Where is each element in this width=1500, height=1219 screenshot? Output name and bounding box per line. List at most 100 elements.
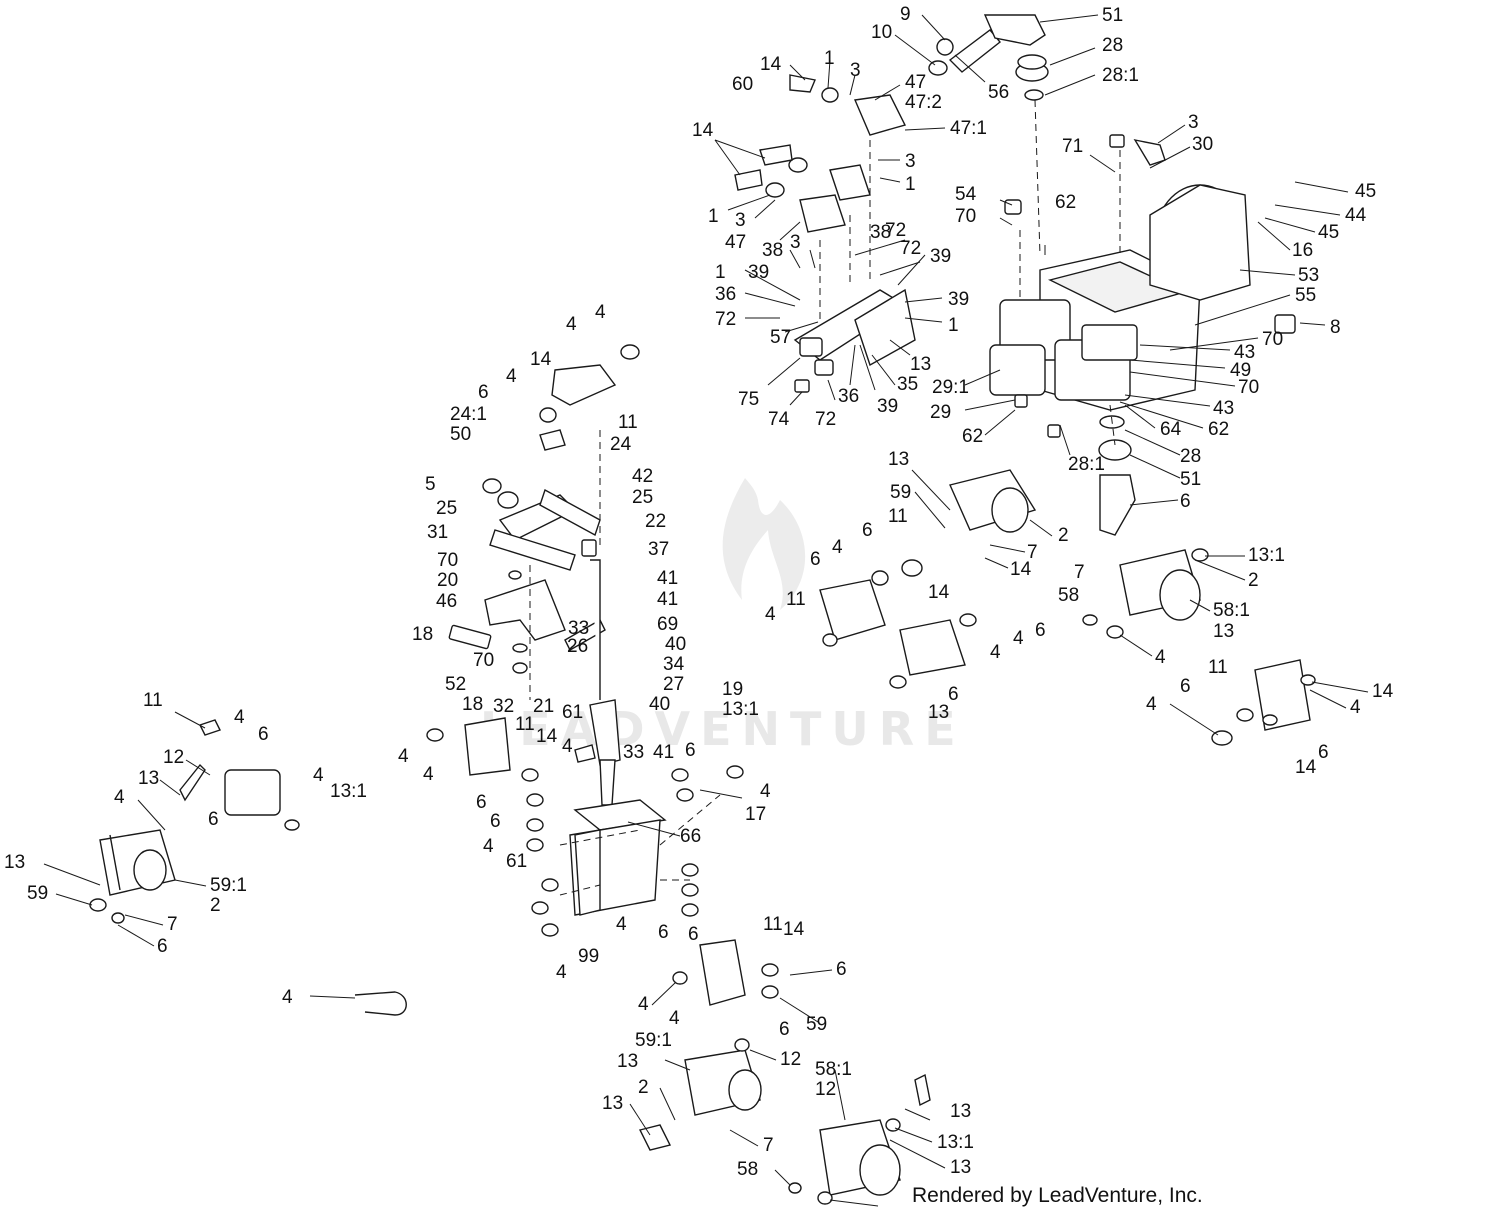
callout-label: 6 — [1180, 676, 1191, 697]
callout-label: 6 — [476, 792, 487, 813]
callout-label: 14 — [760, 54, 782, 75]
callout-label: 72 — [900, 238, 921, 259]
callout-label: 4 — [398, 746, 409, 767]
callout-label: 4 — [832, 537, 843, 558]
callout-label: 47:2 — [905, 92, 942, 113]
callout-label: 28 — [1180, 446, 1201, 467]
valve-body-left-center — [464, 344, 640, 776]
callout-label: 39 — [748, 262, 769, 283]
callout-label: 8 — [1330, 317, 1341, 338]
callout-label: 36 — [838, 386, 859, 407]
callout-label: 66 — [680, 826, 701, 847]
callout-label: 22 — [645, 511, 666, 532]
hose-elbow-top — [928, 14, 1049, 101]
callout-label: 59 — [890, 482, 911, 503]
callout-label: 45 — [1318, 222, 1339, 243]
callout-label: 6 — [862, 520, 873, 541]
callout-label: 13:1 — [1248, 545, 1285, 566]
callout-label: 56 — [988, 82, 1009, 103]
callout-label: 14 — [1010, 559, 1032, 580]
callout-label: 4 — [506, 366, 517, 387]
callout-label: 51 — [1102, 5, 1123, 26]
callout-label: 43 — [1213, 398, 1234, 419]
callout-label: 13:1 — [937, 1132, 974, 1153]
callout-label: 61 — [506, 851, 527, 872]
callout-label: 4 — [562, 736, 573, 757]
callout-label: 6 — [490, 811, 501, 832]
callout-label: 12 — [815, 1079, 836, 1100]
callout-label: 31 — [427, 522, 448, 543]
callout-label: 14 — [1372, 681, 1394, 702]
callout-label: 43 — [1234, 342, 1255, 363]
callout-label: 6 — [658, 922, 669, 943]
callout-label: 6 — [948, 684, 959, 705]
leadventure-flame-logo — [722, 478, 806, 610]
callout-label: 26 — [567, 636, 588, 657]
leader-lines-lower — [43, 469, 1369, 1207]
callout-label: 74 — [768, 409, 790, 430]
callout-label: 3 — [735, 210, 746, 231]
callout-label: 33 — [568, 618, 589, 639]
callout-label: 45 — [1355, 181, 1376, 202]
callout-label: 4 — [595, 302, 606, 323]
callout-label: 4 — [556, 962, 567, 983]
callout-label: 1 — [824, 48, 835, 69]
callout-label: 41 — [653, 742, 674, 763]
callout-label: 70 — [1238, 377, 1259, 398]
callout-label: 4 — [638, 994, 649, 1015]
callout-label: 1 — [715, 262, 726, 283]
callout-label: 13 — [602, 1093, 623, 1114]
callout-label: 33 — [623, 742, 644, 763]
callout-label: 19 — [722, 679, 743, 700]
callout-label: 18 — [462, 694, 483, 715]
callout-label: 51 — [1180, 469, 1201, 490]
callout-label: 2 — [1058, 525, 1069, 546]
callout-label: 13:1 — [330, 781, 367, 802]
callout-label: 69 — [657, 614, 678, 635]
callout-label: 29:1 — [932, 377, 969, 398]
callout-label: 13 — [888, 449, 909, 470]
callout-label: 58:1 — [1213, 600, 1250, 621]
callout-label: 52 — [445, 674, 466, 695]
callout-label: 4 — [760, 781, 771, 802]
callout-label: 25 — [436, 498, 457, 519]
callout-label: 2 — [1248, 570, 1259, 591]
gear-pumps-bottom — [638, 1038, 931, 1205]
callout-label: 6 — [1035, 620, 1046, 641]
callout-label: 14 — [928, 582, 950, 603]
callout-label: 70 — [955, 206, 976, 227]
callout-label: 24:1 — [450, 404, 487, 425]
callout-label: 6 — [1180, 491, 1191, 512]
callout-label: 11 — [888, 506, 908, 527]
callout-label: 70 — [473, 650, 494, 671]
callout-label: 38 — [870, 222, 891, 243]
callout-label: 50 — [450, 424, 471, 445]
callout-label: 2 — [210, 895, 221, 916]
callout-label: 5 — [425, 474, 436, 495]
callout-label: 7 — [1074, 562, 1085, 583]
callout-label: 3 — [790, 232, 801, 253]
callout-label: 4 — [669, 1008, 680, 1029]
callout-label: 13:1 — [722, 699, 759, 720]
assembly-guide-lines — [529, 99, 1121, 896]
callout-label: 49 — [1230, 360, 1251, 381]
callout-label: 30 — [1192, 134, 1213, 155]
gear-pump-left — [89, 719, 300, 924]
callout-label: 12 — [780, 1049, 801, 1070]
callout-label: 29 — [930, 402, 951, 423]
callout-label: 47 — [905, 72, 926, 93]
callout-label: 4 — [1155, 647, 1166, 668]
callout-label: 32 — [493, 696, 514, 717]
callout-label: 71 — [1062, 136, 1083, 157]
callout-label: 1 — [948, 315, 959, 336]
callout-label: 28 — [1102, 35, 1123, 56]
callout-label: 4 — [1013, 628, 1024, 649]
callout-label: 6 — [685, 740, 696, 761]
callout-label: 14 — [783, 919, 805, 940]
callout-label: 41 — [657, 589, 678, 610]
control-valve-manifold — [734, 74, 916, 393]
callout-label: 1 — [708, 206, 719, 227]
callout-label: 72 — [885, 220, 906, 241]
callout-label: 54 — [955, 184, 977, 205]
